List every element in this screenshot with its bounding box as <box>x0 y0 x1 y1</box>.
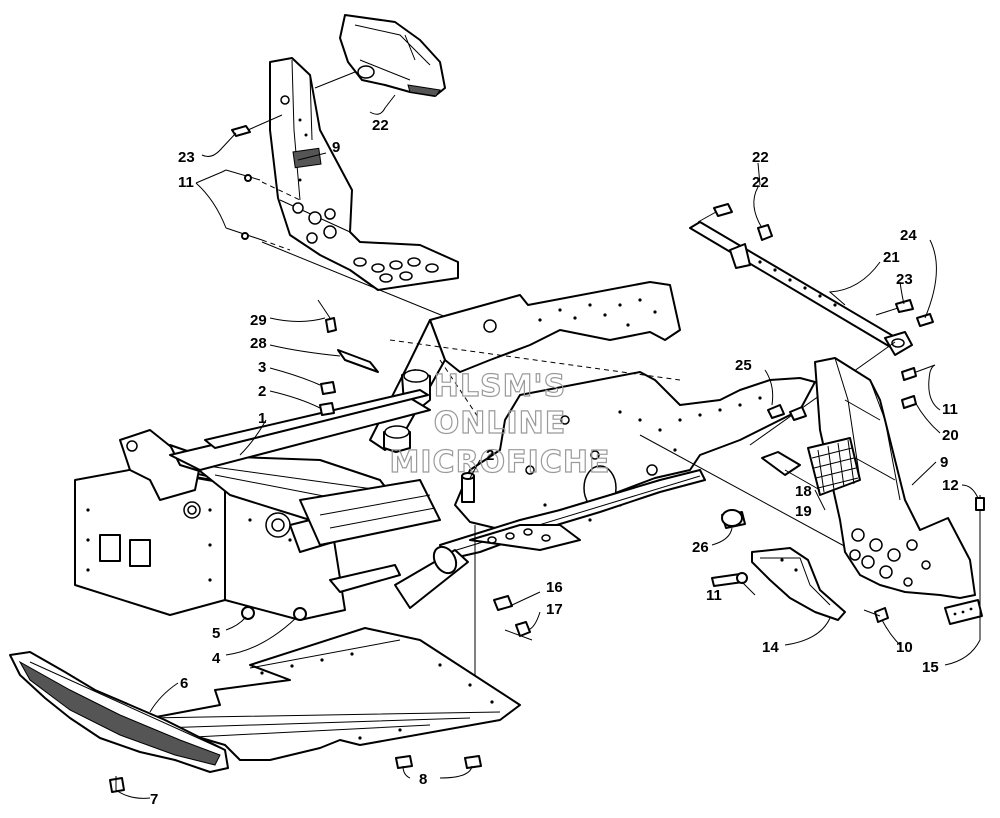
skid-bracket-13 <box>751 547 846 621</box>
callout-24: 25 <box>735 357 752 374</box>
callout-8: 8 <box>419 771 427 788</box>
callout-29: 29 <box>250 312 267 329</box>
callout-3: 3 <box>258 359 266 376</box>
callout-23: 24 <box>900 227 917 244</box>
callout-leaders <box>115 94 981 799</box>
callout-12: 12 <box>942 477 959 494</box>
callout-28: 28 <box>250 335 267 352</box>
callout-27: 23 <box>178 149 195 166</box>
callout-11-lower: 11 <box>706 587 722 604</box>
callout-4: 4 <box>212 650 221 667</box>
callout-21: 22 <box>752 174 769 191</box>
chassis-frame-1 <box>74 281 816 621</box>
mesh-screen-18 <box>807 437 861 496</box>
belly-pan-6 <box>9 651 229 773</box>
callout-15: 16 <box>546 579 563 596</box>
callout-6: 6 <box>180 675 188 692</box>
callout-25: 26 <box>692 539 709 556</box>
callout-17: 18 <box>795 483 812 500</box>
watermark-line3: MICROFICHE <box>390 445 611 480</box>
callout-16: 17 <box>546 601 563 618</box>
callout-11-right: 11 <box>942 401 958 418</box>
callout-labels: 22 23 9 11 29 28 3 2 1 2 5 4 6 7 8 22 22… <box>150 117 959 808</box>
callout-11-top: 11 <box>178 174 194 191</box>
callout-7: 7 <box>150 791 158 808</box>
rivets-11-top <box>225 169 301 251</box>
callout-13: 14 <box>762 639 779 656</box>
steering-bracket-9 <box>269 57 459 291</box>
callout-9-top: 9 <box>332 139 340 156</box>
callout-22-mid: 23 <box>896 271 913 288</box>
steering-cover-26 <box>339 14 446 97</box>
callout-5: 5 <box>212 625 220 642</box>
callout-14: 15 <box>922 659 939 676</box>
callout-10: 10 <box>896 639 913 656</box>
stud-12 <box>975 495 985 640</box>
callout-2-left: 2 <box>258 383 266 400</box>
callout-2-center: 2 <box>486 447 494 464</box>
callout-1: 1 <box>258 410 266 427</box>
callout-22-top: 22 <box>752 149 769 166</box>
rear-bracket-9 <box>814 357 976 599</box>
callout-20: 21 <box>883 249 900 266</box>
watermark-line2: ONLINE <box>434 406 567 441</box>
skid-plate <box>139 627 521 761</box>
watermark: HLSM'S ONLINE MICROFICHE <box>389 368 611 480</box>
callout-19: 20 <box>942 427 959 444</box>
callout-26: 22 <box>372 117 389 134</box>
callout-9-right: 9 <box>940 454 948 471</box>
callout-18: 19 <box>795 503 812 520</box>
watermark-line1: HLSM'S <box>434 369 566 404</box>
shaft-20 <box>689 221 913 356</box>
